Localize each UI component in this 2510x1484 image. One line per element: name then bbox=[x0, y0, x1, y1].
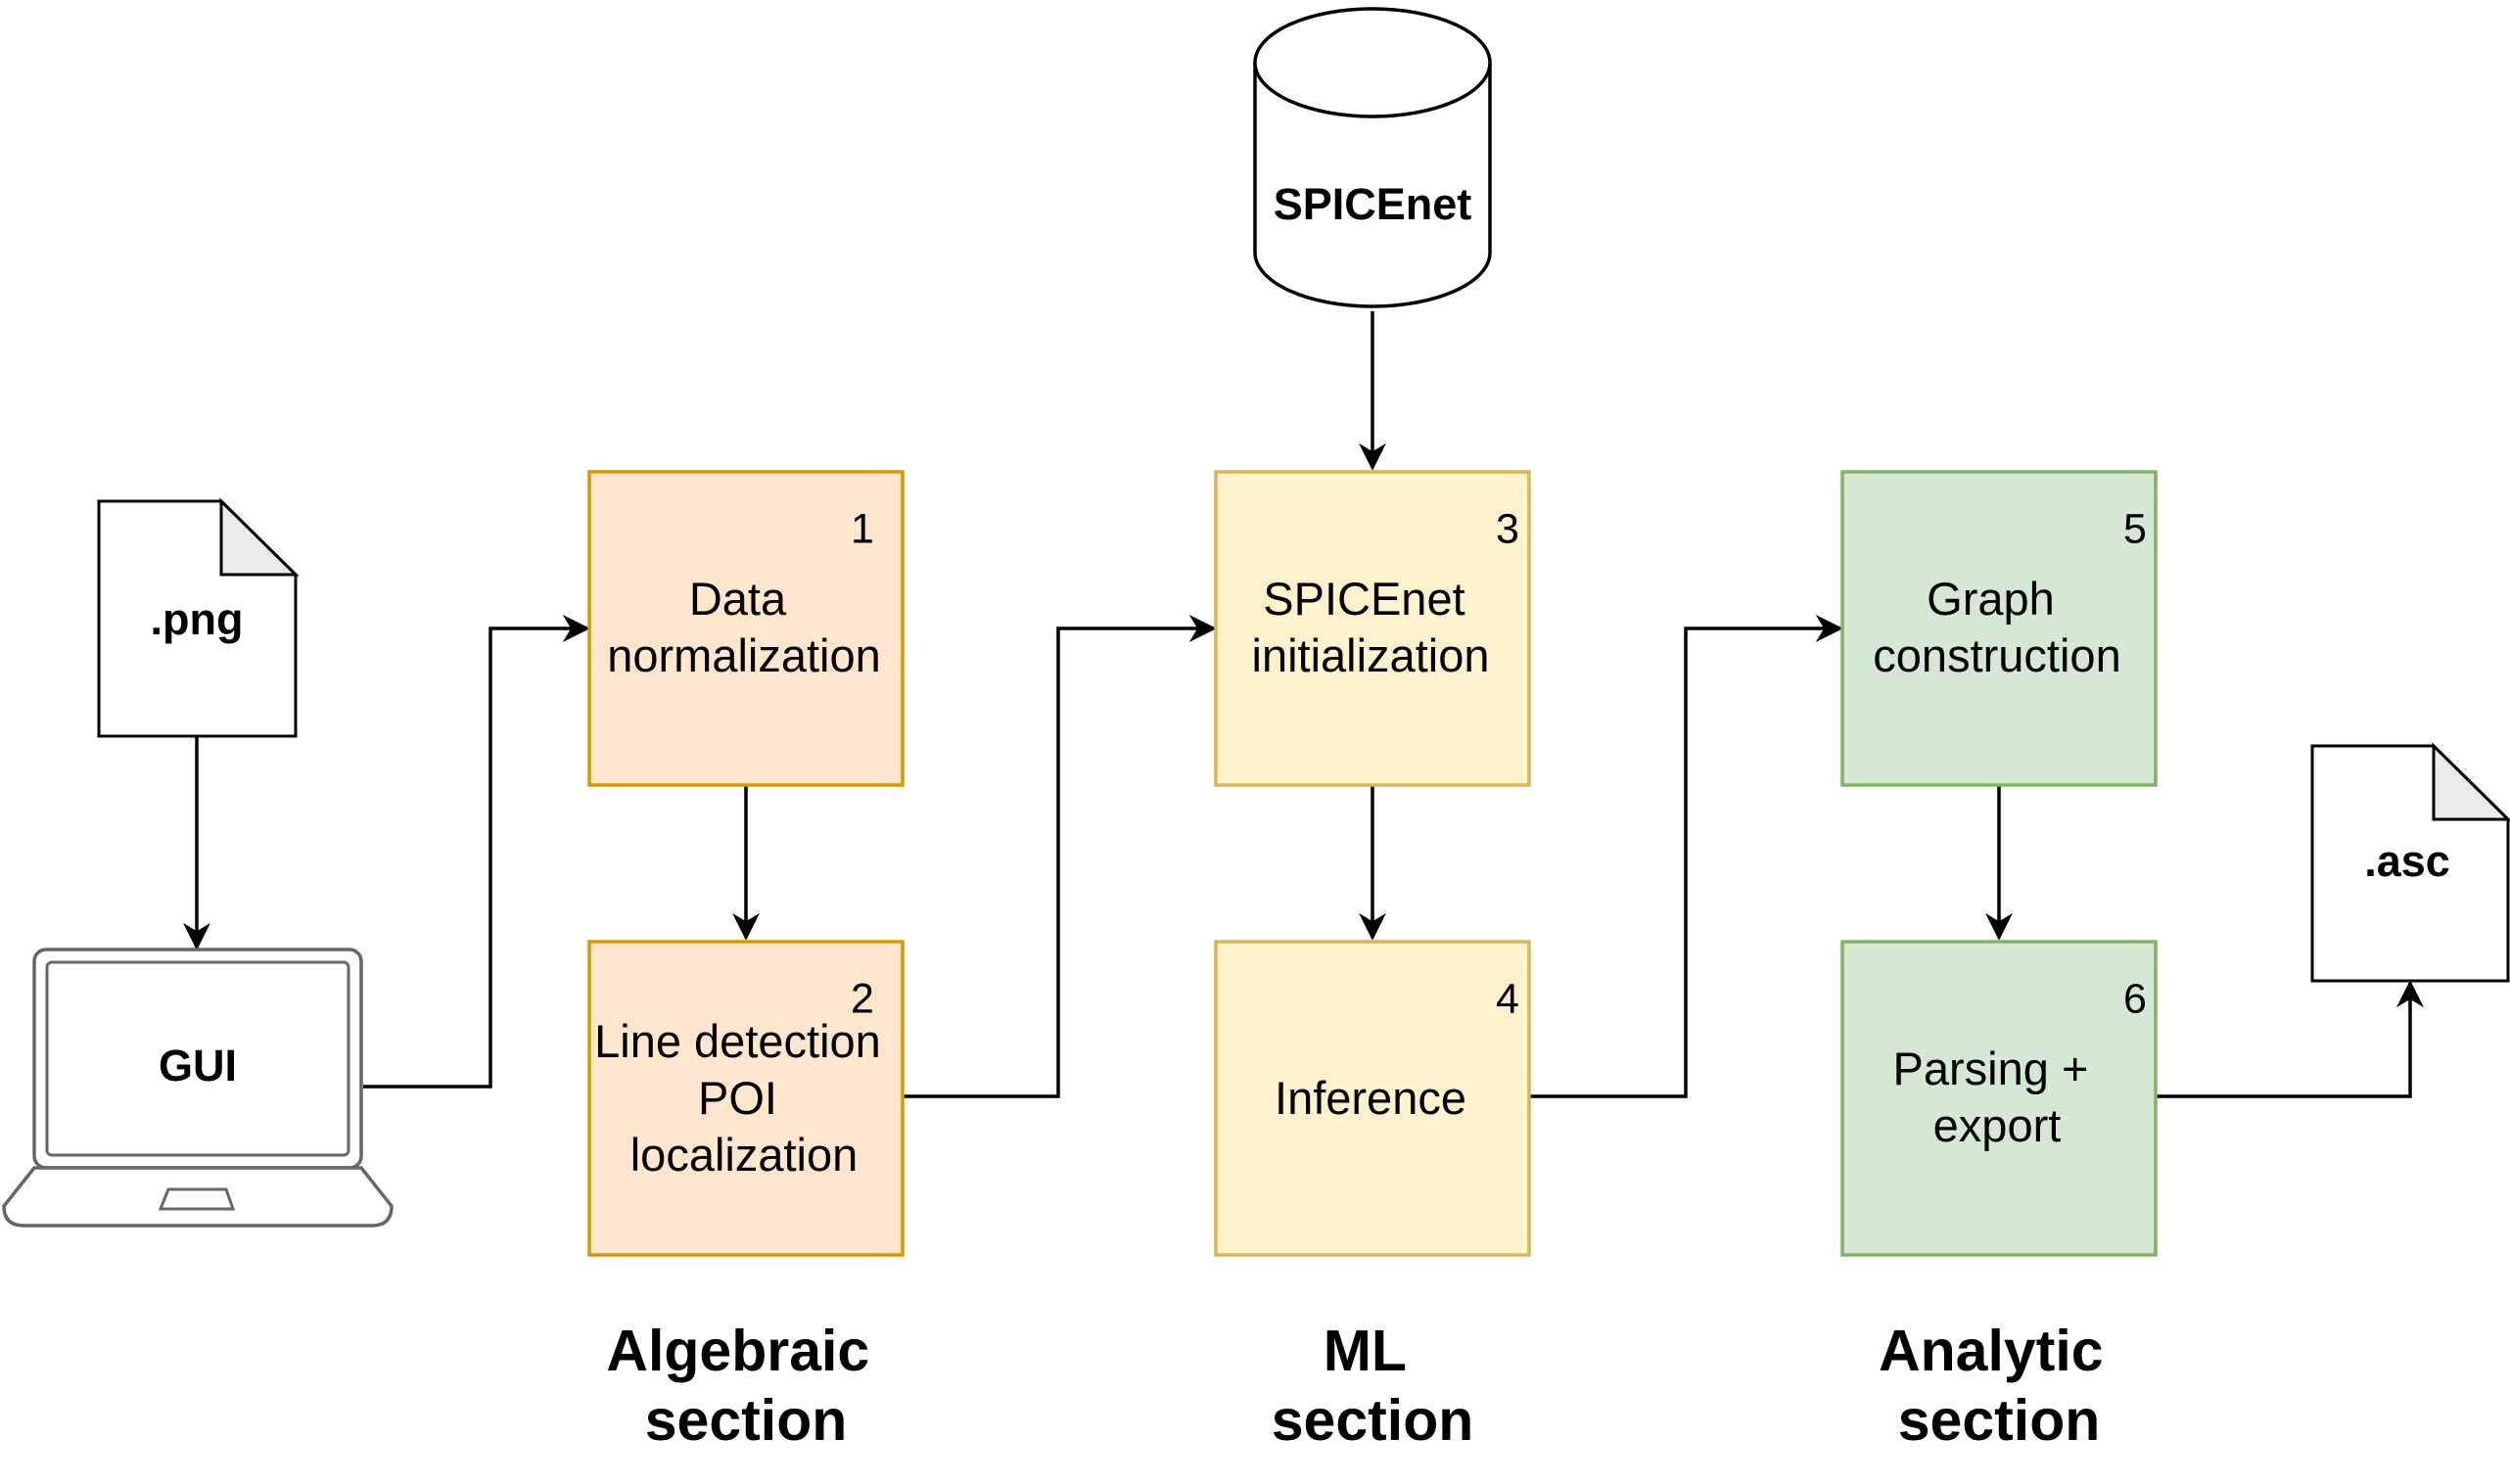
step-label-2-line-3: localization bbox=[630, 1129, 859, 1181]
step-label-1-line-1: Data bbox=[689, 573, 787, 625]
step-label-5: Graph construction bbox=[1873, 573, 2120, 681]
step-label-6: Parsing + export bbox=[1893, 1043, 2102, 1151]
step-label-1: Data normalization bbox=[607, 573, 881, 681]
step-box-3: 3 SPICEnet initialization bbox=[1214, 470, 1531, 787]
step-label-6-line-2: export bbox=[1933, 1099, 2062, 1151]
section-label-analytic-line-1: Analytic bbox=[1879, 1319, 2104, 1383]
section-label-analytic-line-2: section bbox=[1898, 1388, 2101, 1453]
step-box-5: 5 Graph construction bbox=[1840, 470, 2158, 787]
png-file-label: .png bbox=[151, 594, 244, 644]
step-number-1: 1 bbox=[851, 505, 874, 552]
step-box-4: 4 Inference bbox=[1214, 940, 1531, 1257]
section-label-ml-line-1: ML bbox=[1324, 1319, 1406, 1383]
step-number-2: 2 bbox=[851, 975, 874, 1022]
step-number-6: 6 bbox=[2123, 975, 2147, 1022]
png-file-icon: .png bbox=[97, 497, 300, 738]
step-label-1-line-2: normalization bbox=[607, 629, 881, 681]
step-label-6-line-1: Parsing + bbox=[1893, 1043, 2089, 1094]
step-box-1: 1 Data normalization bbox=[587, 470, 905, 787]
step-box-6: 6 Parsing + export bbox=[1840, 940, 2158, 1257]
arrow-box6-to-asc bbox=[2156, 980, 2424, 1098]
step-label-3-line-1: SPICEnet bbox=[1263, 573, 1464, 625]
section-label-algebraic-line-1: Algebraic bbox=[606, 1319, 869, 1383]
section-label-algebraic-line-2: section bbox=[645, 1388, 848, 1453]
step-label-5-line-2: construction bbox=[1873, 629, 2120, 681]
section-label-analytic: Analytic section bbox=[1879, 1319, 2119, 1453]
arrow-box2-to-box3 bbox=[904, 615, 1217, 1098]
step-label-2-line-2: POI bbox=[698, 1072, 777, 1124]
gui-laptop-icon: GUI bbox=[2, 948, 394, 1228]
step-number-5: 5 bbox=[2123, 505, 2147, 552]
step-box-2: 2 Line detection POI localization bbox=[587, 940, 905, 1257]
section-label-ml: ML section bbox=[1272, 1319, 1474, 1453]
step-label-5-line-1: Graph bbox=[1927, 573, 2055, 625]
spicenet-database-icon: SPICEnet bbox=[1253, 7, 1492, 308]
arrow-gui-to-box1 bbox=[363, 615, 590, 1089]
asc-file-label: .asc bbox=[2364, 836, 2450, 886]
step-label-2: Line detection POI localization bbox=[594, 1015, 894, 1181]
step-label-3-line-2: initialization bbox=[1252, 629, 1490, 681]
step-number-3: 3 bbox=[1496, 505, 1519, 552]
step-label-4: Inference bbox=[1275, 1072, 1466, 1124]
connectors bbox=[183, 311, 2424, 1098]
section-label-ml-line-2: section bbox=[1272, 1388, 1474, 1453]
step-number-4: 4 bbox=[1496, 975, 1519, 1022]
step-label-2-line-1: Line detection bbox=[594, 1015, 881, 1067]
section-label-algebraic: Algebraic section bbox=[606, 1319, 885, 1453]
arrow-box4-to-box5 bbox=[1530, 615, 1843, 1098]
database-label: SPICEnet bbox=[1274, 179, 1472, 229]
gui-label: GUI bbox=[159, 1041, 237, 1090]
step-label-3: SPICEnet initialization bbox=[1252, 573, 1490, 681]
asc-file-icon: .asc bbox=[2310, 742, 2510, 983]
